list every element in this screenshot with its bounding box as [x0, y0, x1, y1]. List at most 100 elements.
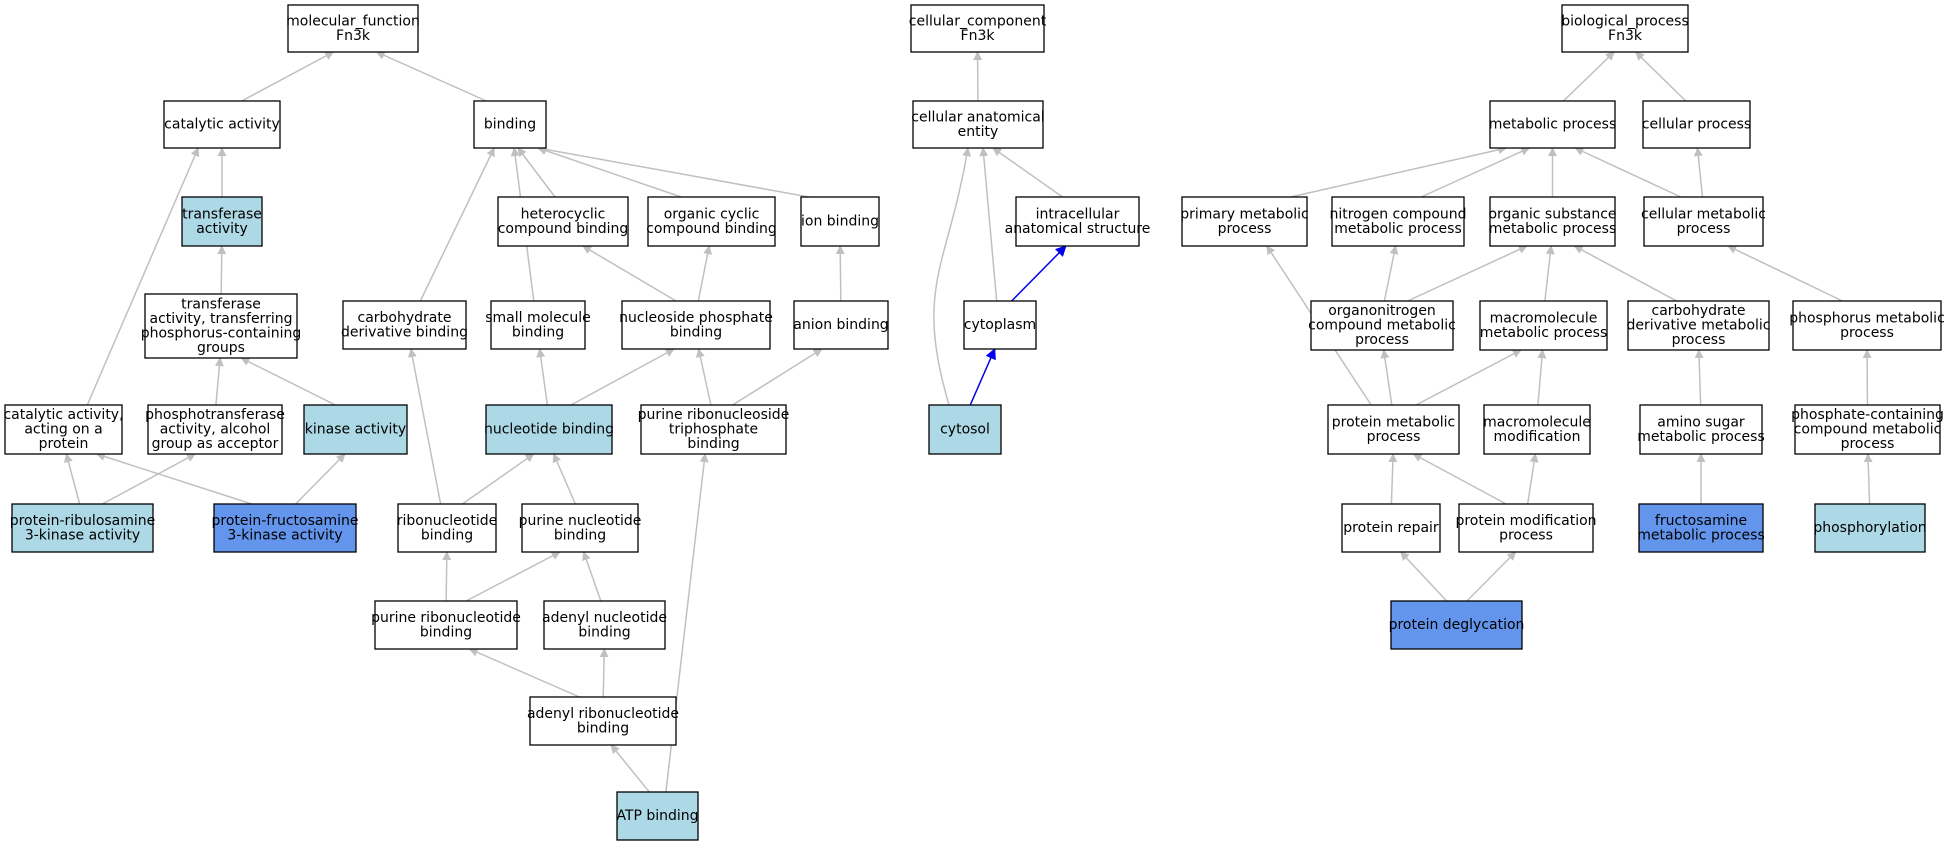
go-term-label: carbohydrate — [1652, 303, 1746, 319]
go-term-box — [640, 404, 787, 455]
go-term-box — [1483, 404, 1591, 455]
go-term-label: metabolic process — [1637, 429, 1765, 445]
go-term-label: binding — [554, 527, 606, 543]
go-term-label: ion binding — [801, 214, 879, 230]
go-term-label: protein-ribulosamine — [10, 513, 156, 529]
go-term-label: purine ribonucleotide — [371, 610, 521, 626]
edge-orgnitro-to-nitro — [1383, 245, 1399, 302]
go-term-box — [1639, 404, 1763, 455]
go-term-label: Fn3k — [336, 28, 371, 44]
edge-cytosol-to-cae — [933, 147, 972, 406]
go-term-label: Fn3k — [961, 28, 996, 44]
go-term-label: compound metabolic — [1794, 422, 1942, 438]
go-term-box — [963, 300, 1037, 350]
go-term-label: process — [1677, 221, 1731, 237]
go-term-label: activity, alcohol — [160, 422, 271, 438]
edge-adenylribo-to-purribo — [468, 648, 580, 698]
edge-carbbind-to-bind — [419, 147, 495, 302]
go-term-box — [521, 503, 639, 553]
go-term-node-ion[interactable]: ion binding — [800, 196, 880, 247]
go-term-node-anion[interactable]: anion binding — [793, 300, 889, 350]
go-term-label: cellular_component — [909, 13, 1047, 29]
go-term-node-protrep[interactable]: protein repair — [1341, 503, 1441, 553]
go-term-box — [497, 196, 629, 247]
go-term-label: group as acceptor — [152, 436, 279, 452]
go-term-label: binding — [512, 324, 564, 340]
edge-phosmet-to-cellmet — [1727, 245, 1843, 302]
go-term-label: binding — [484, 117, 536, 133]
go-term-node-cat[interactable]: catalytic activity — [163, 100, 281, 149]
go-term-node-cellproc[interactable]: cellular process — [1642, 100, 1751, 149]
edge-macromet-to-orgsub — [1544, 245, 1555, 302]
edge-ribonuc-to-nucbind — [461, 453, 535, 505]
go-term-node-kinase[interactable]: kinase activity — [303, 404, 408, 455]
go-term-node-deglyc[interactable]: protein deglycation — [1389, 600, 1525, 650]
go-term-label: process — [1367, 429, 1421, 445]
go-term-label: acting on a — [24, 422, 102, 438]
go-term-box — [1327, 404, 1460, 455]
edge-purtri-to-nucphos — [695, 348, 712, 406]
go-term-node-cytosol[interactable]: cytosol — [928, 404, 1002, 455]
go-term-node-phosph[interactable]: phosphorylation — [1813, 503, 1927, 553]
go-term-box — [1794, 404, 1941, 455]
go-term-label: cytoplasm — [964, 317, 1036, 333]
edge-cellmet-to-cellproc — [1693, 147, 1704, 198]
go-term-label: metabolic process — [1489, 221, 1617, 237]
go-term-label: metabolic process — [1334, 221, 1462, 237]
go-term-box — [928, 404, 1002, 455]
edge-cellmet-to-metab — [1574, 147, 1682, 198]
edge-cytosol-to-cyto — [969, 347, 996, 406]
edge-deglyc-to-protrep — [1400, 551, 1448, 602]
go-term-box — [910, 4, 1045, 53]
go-term-node-bind[interactable]: binding — [473, 100, 547, 149]
go-term-node-atp[interactable]: ATP binding — [616, 791, 699, 841]
go-term-label: anion binding — [793, 317, 888, 333]
go-term-label: primary metabolic — [1180, 206, 1309, 222]
go-term-label: anatomical structure — [1005, 221, 1151, 237]
go-term-label: macromolecule — [1490, 310, 1598, 326]
go-term-node-nucbind[interactable]: nucleotide binding — [484, 404, 614, 455]
go-term-box — [4, 404, 123, 455]
go-term-label: binding — [670, 324, 722, 340]
go-term-node-cyto[interactable]: cytoplasm — [963, 300, 1037, 350]
go-term-label: metabolic process — [1480, 325, 1608, 341]
go-term-node-metab[interactable]: metabolic process — [1489, 100, 1617, 149]
go-term-label: protein modification — [1455, 513, 1596, 529]
